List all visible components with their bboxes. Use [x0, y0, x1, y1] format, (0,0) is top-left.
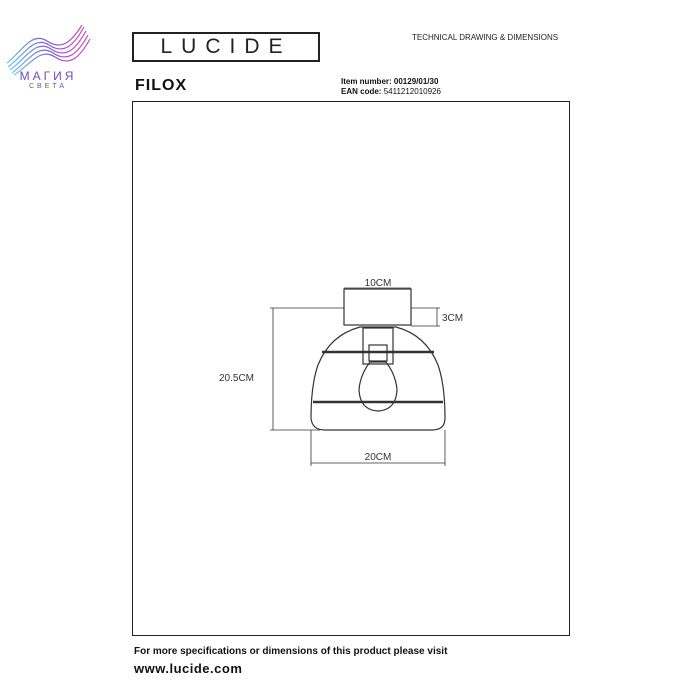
- product-codes: Item number: 00129/01/30 EAN code: 54112…: [341, 77, 441, 97]
- shop-name: МАГИЯ: [19, 69, 77, 83]
- canopy-width-label: 10CM: [365, 278, 392, 289]
- document-type: TECHNICAL DRAWING & DIMENSIONS: [412, 33, 559, 42]
- shop-logo: МАГИЯ СВЕТА: [4, 24, 91, 97]
- ean-label: EAN code:: [341, 87, 382, 96]
- drawing-frame: [132, 101, 570, 636]
- item-number-label: Item number:: [341, 77, 392, 86]
- website-link[interactable]: www.lucide.com: [134, 661, 243, 676]
- product-title: FILOX: [135, 77, 188, 94]
- bulb-icon: [358, 361, 398, 412]
- shade: [310, 326, 446, 431]
- canopy: [343, 288, 412, 326]
- canopy-height-label: 3CM: [442, 313, 463, 324]
- shade-width-label: 20CM: [365, 452, 392, 463]
- ean-value: 5411212010926: [383, 87, 441, 96]
- brand-logo: LUCIDE: [132, 32, 320, 62]
- shop-subname: СВЕТА: [28, 83, 68, 90]
- wave-logo-icon: [6, 24, 91, 76]
- footer-note: For more specifications or dimensions of…: [134, 646, 448, 657]
- item-number-value: 00129/01/30: [393, 77, 439, 86]
- lamp-holder: [362, 327, 394, 365]
- total-height-label: 20.5CM: [219, 373, 254, 384]
